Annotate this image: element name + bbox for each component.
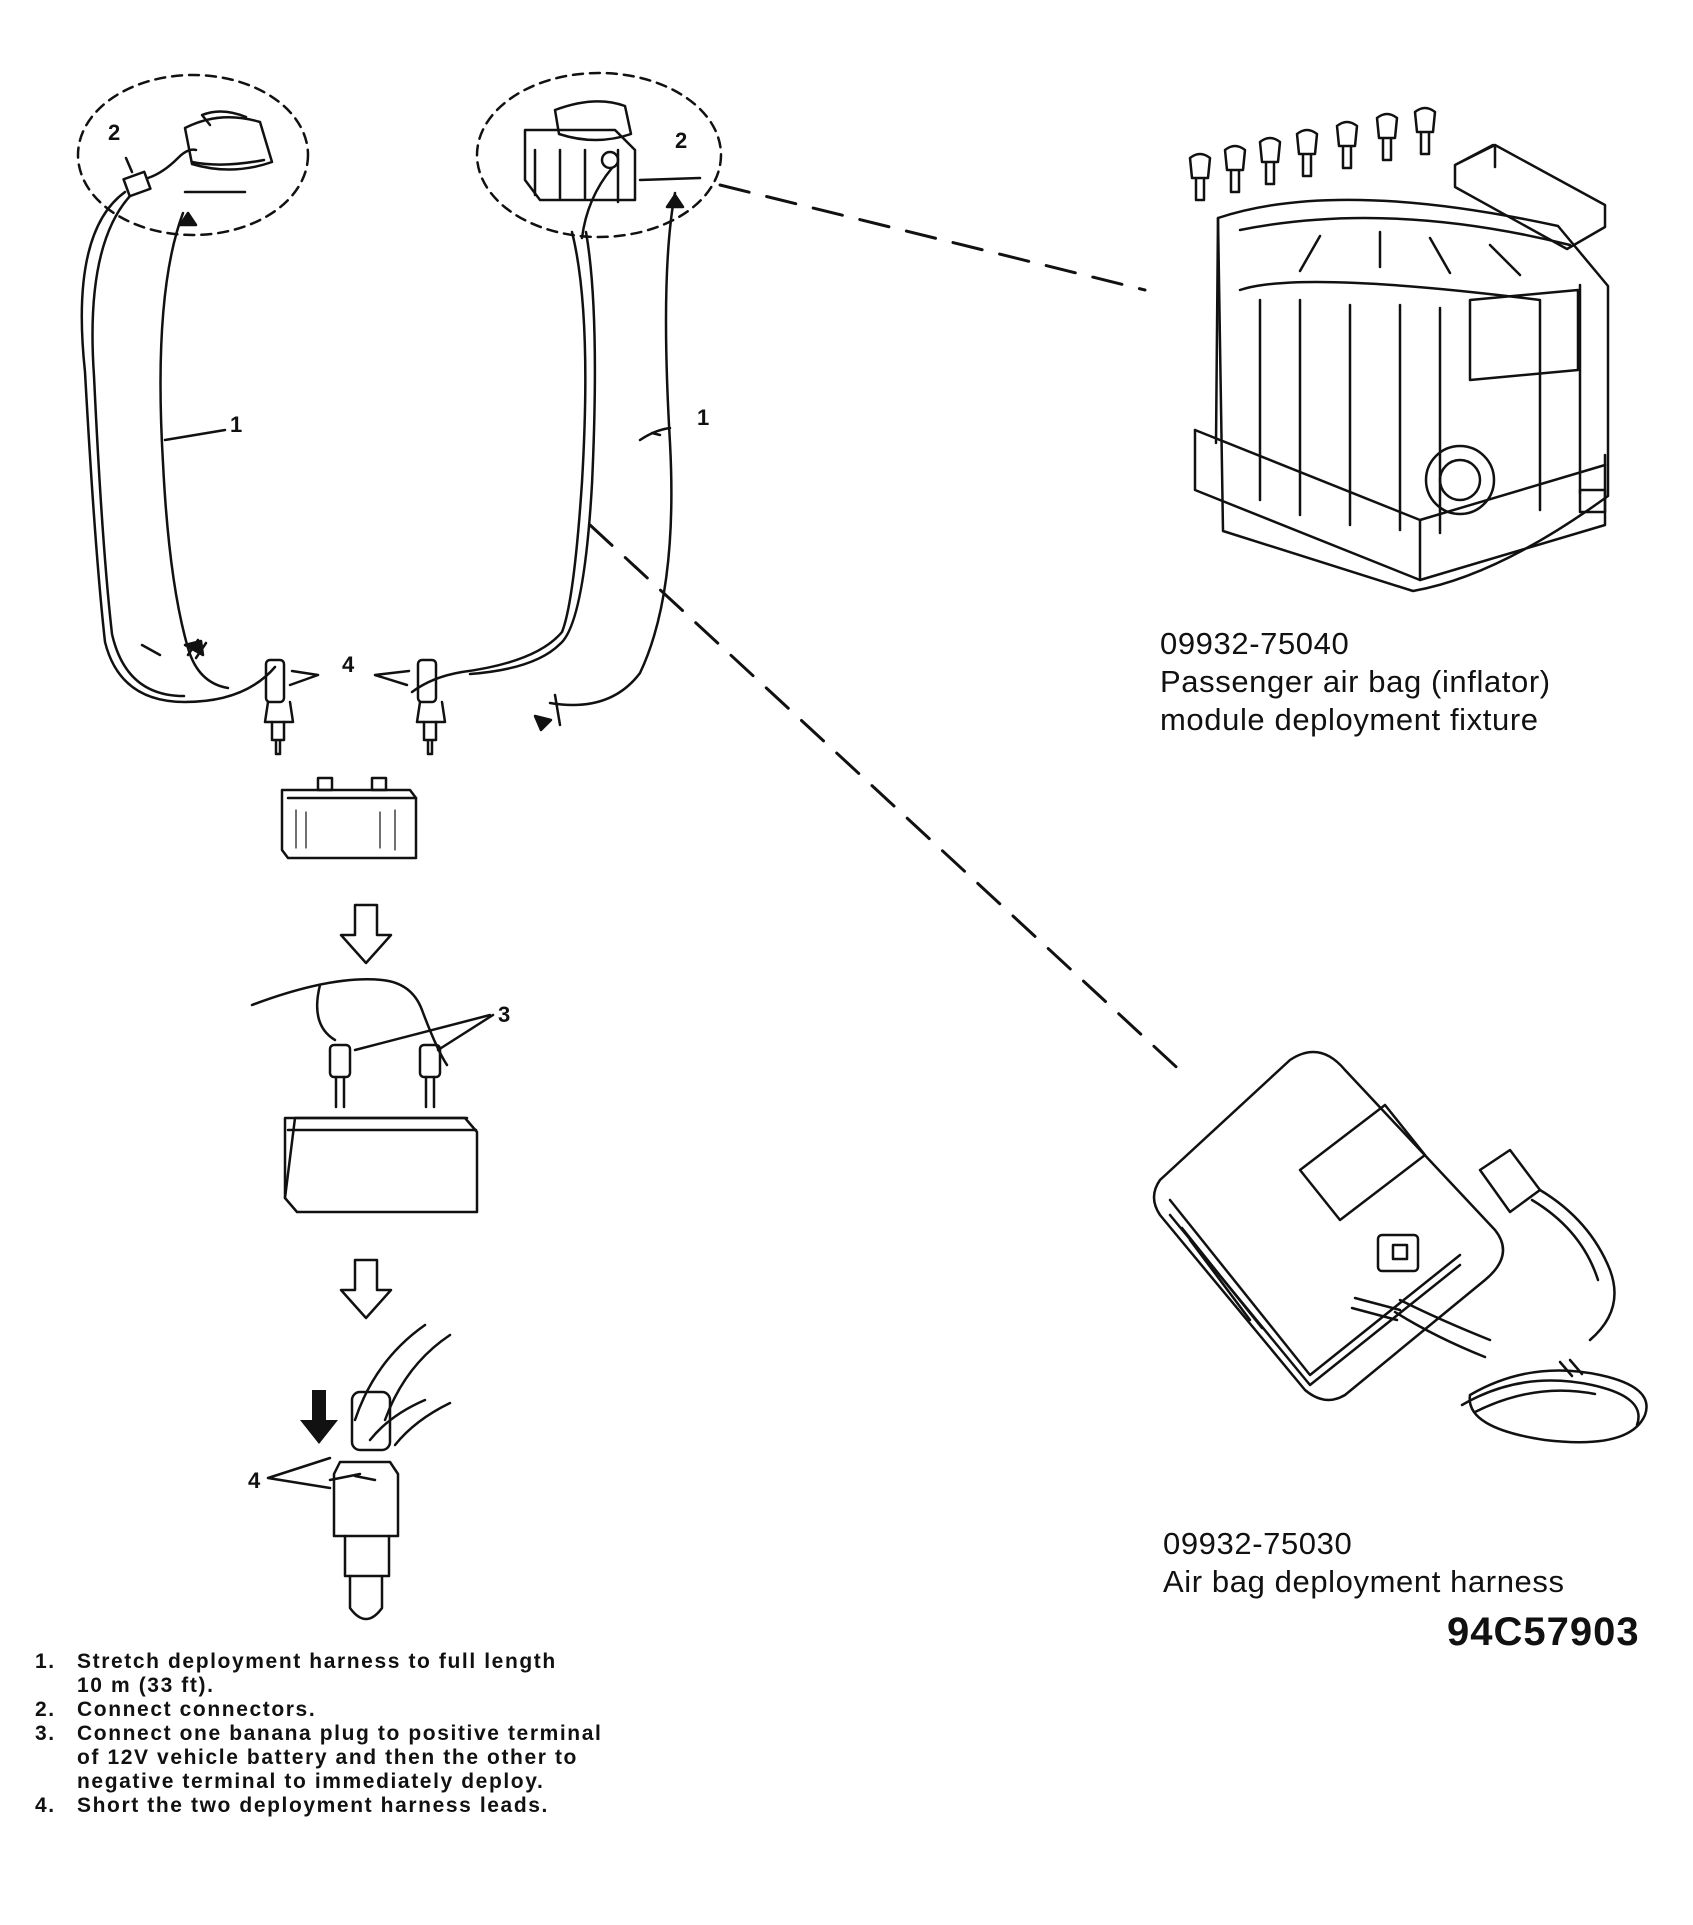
dashed-reference-line-fixture xyxy=(718,183,1147,292)
fixture-caption: 09932-75040 Passenger air bag (inflator)… xyxy=(1160,625,1551,739)
step-text: 10 m (33 ft). xyxy=(77,1674,215,1697)
step-number: 1. xyxy=(35,1650,56,1673)
dashed-reference-line-harness xyxy=(588,523,1187,1077)
callout-3: 3 xyxy=(498,1002,510,1027)
driver-module-detail xyxy=(76,73,310,237)
figure-id: 94C57903 xyxy=(1447,1610,1640,1654)
fixture-part-number: 09932-75040 xyxy=(1160,626,1350,661)
step-text: of 12V vehicle battery and then the othe… xyxy=(77,1746,578,1769)
down-arrow-icon xyxy=(339,1258,393,1320)
callout-2-right: 2 xyxy=(675,128,687,153)
step-number: 3. xyxy=(35,1722,56,1745)
fixture-bolts xyxy=(1188,106,1437,202)
small-battery-icon xyxy=(280,776,418,860)
callout-2-left: 2 xyxy=(108,120,120,145)
harness-part-number: 09932-75030 xyxy=(1163,1526,1353,1561)
deployment-harness-kit xyxy=(1152,1050,1648,1444)
deployment-harness-cables xyxy=(80,190,677,727)
step-text: Short the two deployment harness leads. xyxy=(77,1794,549,1817)
callout-4-bottom: 4 xyxy=(248,1468,261,1493)
step-text: Connect connectors. xyxy=(77,1698,317,1721)
step-item: 2. Connect connectors. xyxy=(35,1698,755,1722)
battery-with-plugs xyxy=(250,978,495,1214)
shorted-leads-closeup xyxy=(266,1323,452,1621)
down-arrow-icon xyxy=(339,903,393,965)
fixture-bracket xyxy=(1453,143,1607,251)
passenger-module-detail xyxy=(475,71,723,240)
step-text: Connect one banana plug to positive term… xyxy=(77,1722,603,1745)
callout-1-left: 1 xyxy=(230,412,242,437)
harness-banana-plugs xyxy=(263,658,447,756)
fixture-name-line1: Passenger air bag (inflator) xyxy=(1160,664,1551,699)
step-text: negative terminal to immediately deploy. xyxy=(77,1770,545,1793)
step-item: 4. Short the two deployment harness lead… xyxy=(35,1794,755,1818)
step-item: 3. Connect one banana plug to positive t… xyxy=(35,1722,755,1794)
step-number: 4. xyxy=(35,1794,56,1817)
harness-name-line1: Air bag deployment harness xyxy=(1163,1564,1565,1599)
dashed-detail-circle-right xyxy=(475,71,723,239)
solid-down-arrow-icon xyxy=(300,1390,338,1444)
callout-4-top: 4 xyxy=(342,652,355,677)
callout-1-right: 1 xyxy=(697,405,709,430)
fixture-name-line2: module deployment fixture xyxy=(1160,702,1539,737)
step-number: 2. xyxy=(35,1698,56,1721)
dashed-detail-circle-left xyxy=(76,73,310,237)
procedure-steps: 1. Stretch deployment harness to full le… xyxy=(35,1650,755,1818)
step-item: 1. Stretch deployment harness to full le… xyxy=(35,1650,755,1698)
deployment-fixture-illustration xyxy=(1188,106,1610,593)
step-text: Stretch deployment harness to full lengt… xyxy=(77,1650,557,1673)
harness-caption: 09932-75030 Air bag deployment harness xyxy=(1163,1525,1565,1601)
